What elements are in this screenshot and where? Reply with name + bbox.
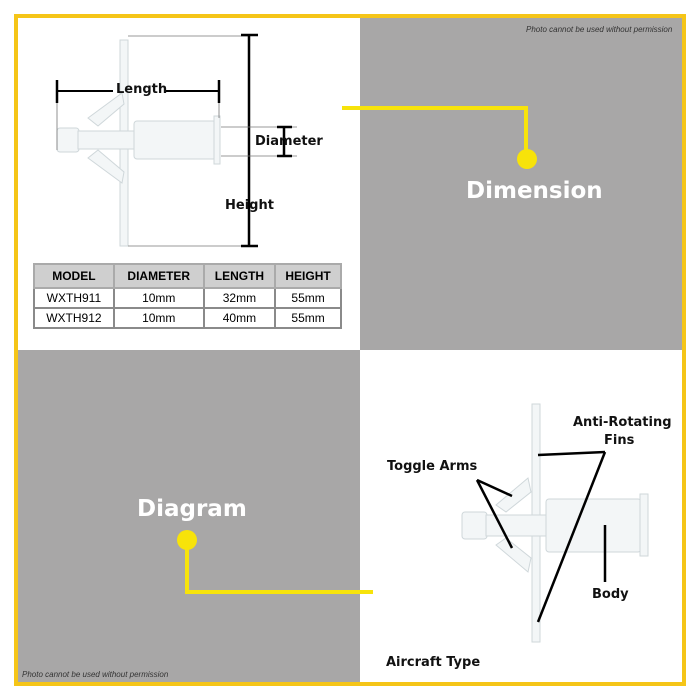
anti-rotating-fins-label-line1: Anti-Rotating	[573, 415, 672, 430]
cell-diameter: 10mm	[112, 287, 205, 309]
cell-length: 32mm	[202, 287, 277, 309]
connector-dot-diagram	[177, 530, 197, 550]
specs-table-wrap: MODEL DIAMETER LENGTH HEIGHT WXTH911 10m…	[33, 263, 342, 329]
anchor-dimension-drawing	[56, 39, 221, 247]
dimension-title-panel	[360, 18, 682, 350]
table-row: WXTH911 10mm 32mm 55mm	[33, 287, 342, 309]
toggle-arm-upper-diagram	[495, 477, 532, 513]
toggle-arm-upper	[87, 92, 125, 127]
header-model: MODEL	[33, 263, 115, 289]
header-diameter: DIAMETER	[112, 263, 205, 289]
diagram-title-panel	[18, 350, 360, 682]
diagram-title: Diagram	[137, 496, 247, 522]
screw-head-diagram	[461, 511, 488, 540]
pointer-lines	[475, 450, 607, 623]
anchor-body	[133, 120, 217, 160]
anti-rotating-fins-label-line2: Fins	[604, 433, 635, 448]
cell-diameter: 10mm	[112, 307, 205, 329]
toggle-arm-lower	[87, 149, 125, 184]
cell-length: 40mm	[202, 307, 277, 329]
anchor-flange	[213, 115, 221, 165]
cell-model: WXTH911	[33, 287, 115, 309]
dimension-title: Dimension	[466, 178, 603, 204]
specs-table: MODEL DIAMETER LENGTH HEIGHT WXTH911 10m…	[33, 263, 342, 329]
anchor-neck	[77, 130, 137, 150]
table-row: WXTH912 10mm 40mm 55mm	[33, 307, 342, 329]
anchor-screw-head	[56, 127, 80, 153]
header-length: LENGTH	[202, 263, 277, 289]
permission-notice-top: Photo cannot be used without permission	[526, 25, 673, 34]
length-label: Length	[116, 82, 168, 97]
table-header-row: MODEL DIAMETER LENGTH HEIGHT	[33, 263, 342, 289]
aircraft-type-label: Aircraft Type	[386, 655, 481, 670]
height-label: Height	[225, 198, 274, 213]
cell-height: 55mm	[274, 287, 342, 309]
toggle-arm-lower-diagram	[495, 537, 532, 573]
dimension-lines	[55, 33, 297, 248]
yellow-frame	[14, 14, 686, 686]
connector-dot-dimension	[517, 149, 537, 169]
cell-height: 55mm	[274, 307, 342, 329]
body-diagram	[545, 498, 642, 553]
cell-model: WXTH912	[33, 307, 115, 329]
diagram-connector	[177, 530, 373, 594]
flange-diagram	[639, 493, 649, 557]
permission-notice-bottom: Photo cannot be used without permission	[22, 670, 169, 679]
header-height: HEIGHT	[274, 263, 342, 289]
body-label: Body	[592, 587, 629, 602]
dimension-connector	[342, 106, 537, 169]
toggle-arms-label: Toggle Arms	[387, 459, 478, 474]
diameter-label: Diameter	[255, 134, 323, 149]
